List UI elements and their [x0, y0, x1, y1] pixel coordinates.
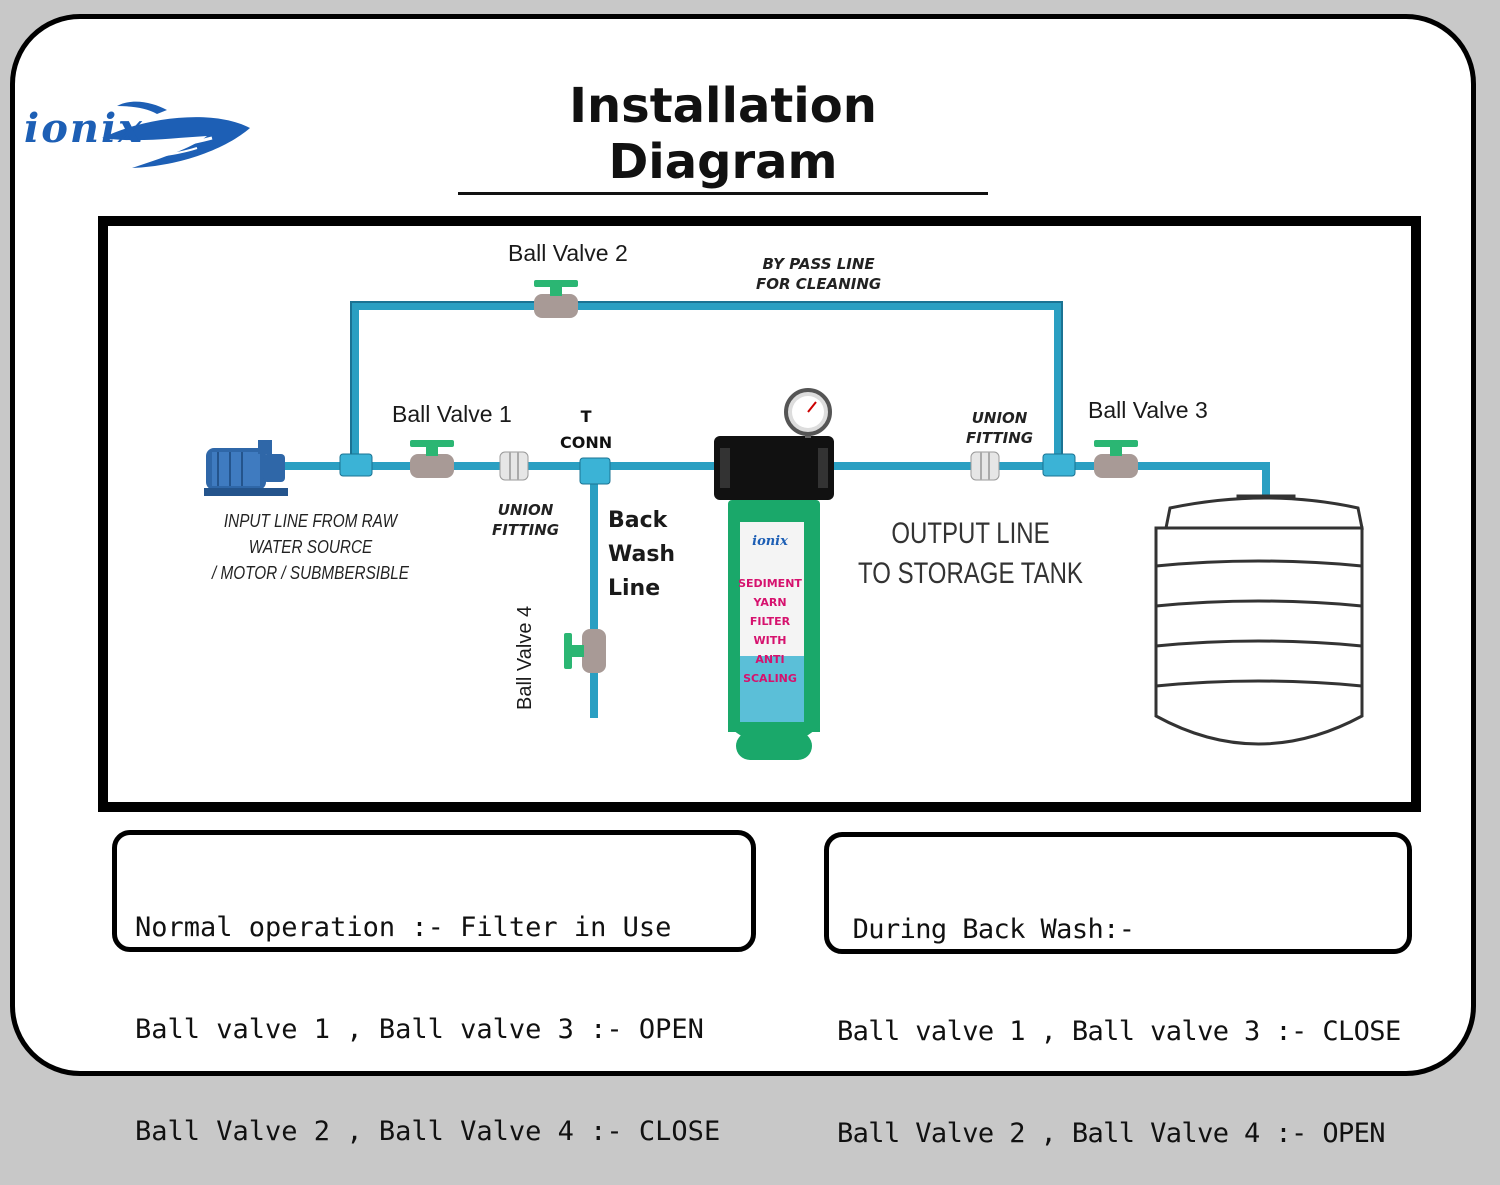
note-line: Ball Valve 2 , Ball Valve 4 :- CLOSE: [135, 1116, 721, 1147]
tee-left: [339, 453, 373, 477]
backwash-operation-note: During Back Wash:- Ball valve 1 , Ball v…: [824, 832, 1412, 1149]
union-fitting-left-icon: [499, 451, 529, 481]
normal-operation-note: Normal operation :- Filter in Use Ball v…: [112, 830, 756, 1147]
tee-center: [579, 457, 611, 485]
bypass-pipe: [351, 302, 1062, 466]
logo-text: ionix: [24, 105, 144, 152]
union-fitting-right-icon: [970, 451, 1000, 481]
filter-brand: ionix: [752, 534, 788, 549]
main-pipe-right: [818, 462, 1270, 496]
ball-valve-2-icon: [534, 280, 578, 318]
note-line: Normal operation :- Filter in Use: [135, 912, 672, 943]
tee-right: [1042, 453, 1076, 477]
label-ball-valve-4: Ball Valve 4: [514, 605, 536, 710]
filter-housing-icon: [714, 436, 834, 760]
ball-valve-4-icon: [564, 629, 606, 673]
installation-diagram: [204, 280, 1364, 760]
note-line: Ball valve 1 , Ball valve 3 :- OPEN: [135, 1014, 704, 1045]
ball-valve-1-icon: [410, 440, 454, 478]
label-ball-valve-1: Ball Valve 1: [392, 401, 512, 427]
motor-pump-icon: [204, 440, 288, 496]
pressure-gauge-icon: [784, 388, 832, 438]
label-ball-valve-2: Ball Valve 2: [508, 240, 628, 266]
page-title: Installation Diagram: [458, 78, 988, 195]
filter-description: SEDIMENT YARN FILTER WITH ANTI SCALING: [738, 577, 802, 685]
note-line: Ball Valve 2 , Ball Valve 4 :- OPEN: [837, 1118, 1386, 1149]
ball-valve-3-icon: [1094, 440, 1138, 478]
note-line: During Back Wash:-: [837, 914, 1135, 945]
water-tank-icon: [1154, 494, 1364, 746]
note-line: Ball valve 1 , Ball valve 3 :- CLOSE: [837, 1016, 1401, 1047]
ionix-logo: ionix: [24, 101, 250, 168]
label-ball-valve-3: Ball Valve 3: [1088, 397, 1208, 423]
